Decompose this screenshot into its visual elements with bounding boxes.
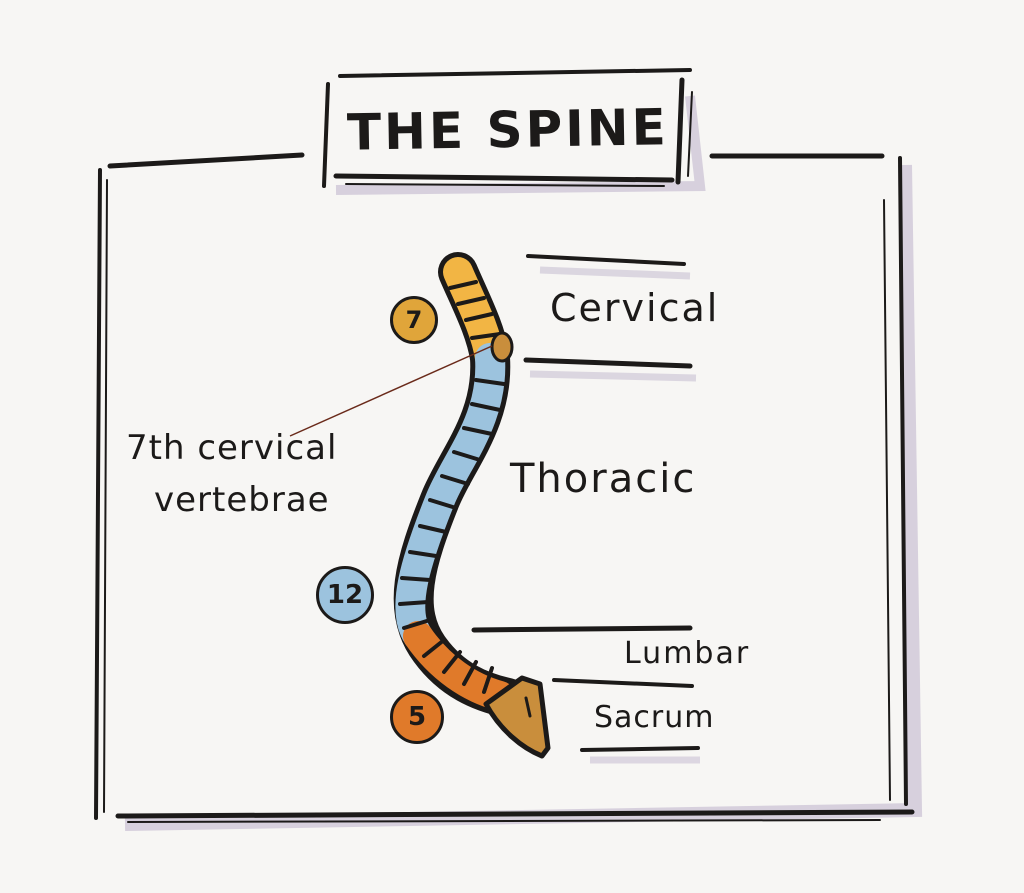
c7-pointer-line xyxy=(289,345,493,437)
lumbar-segment xyxy=(403,621,515,711)
title-box: THE SPINE xyxy=(326,76,690,184)
frame-shadow xyxy=(124,95,923,831)
label-thoracic: Thoracic xyxy=(510,456,697,502)
badge-lumbar-count: 5 xyxy=(390,690,444,744)
title-frame xyxy=(322,68,693,188)
region-separators xyxy=(471,254,700,752)
label-sacrum: Sacrum xyxy=(594,700,715,735)
annotation-line-2: vertebrae xyxy=(154,480,330,520)
diagram-title: THE SPINE xyxy=(346,98,670,162)
badge-cervical-count: 7 xyxy=(390,296,438,344)
thoracic-segment xyxy=(395,343,506,651)
c7-marker xyxy=(490,331,514,363)
annotation-line-1: 7th cervical xyxy=(126,428,338,468)
label-lumbar: Lumbar xyxy=(624,636,751,671)
separator-shadows xyxy=(529,266,700,764)
badge-thoracic-count: 12 xyxy=(316,566,374,624)
spine-illustration xyxy=(393,252,551,759)
outer-frame xyxy=(94,152,915,823)
label-cervical: Cervical xyxy=(550,286,720,330)
sacrum-segment xyxy=(483,675,551,759)
